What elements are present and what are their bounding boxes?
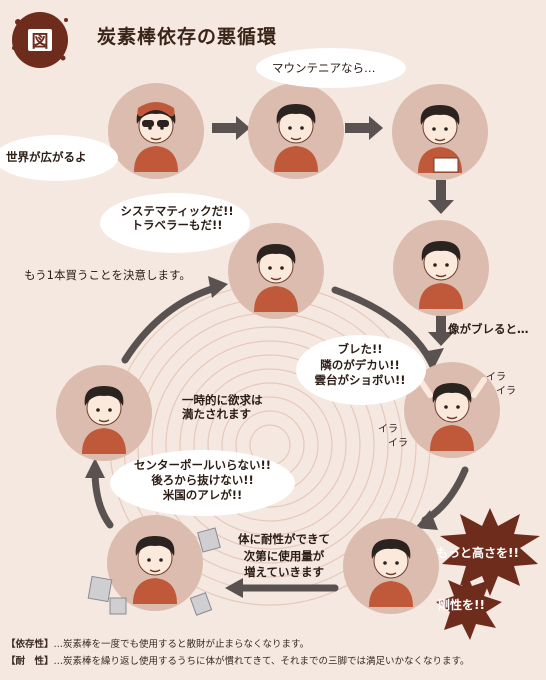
figure-salesman <box>133 102 179 173</box>
cycle-arc-5 <box>121 284 219 364</box>
arrow-down-1 <box>436 180 446 202</box>
caption-ichiji-line2: 満たされます <box>182 407 251 422</box>
caption-kesui: もう1本買うことを決意します。 <box>24 268 191 282</box>
arrow-top-1-head <box>236 116 250 140</box>
speech-center: センターポールいらない!! 後ろから抜けない!! 米国のアレが!! <box>115 458 290 503</box>
cycle-arc-1 <box>331 286 434 364</box>
figure-tolerance <box>132 535 178 605</box>
caption-ira-4: イラ <box>388 438 408 449</box>
figure-thinking <box>273 103 319 173</box>
bag-icon <box>189 592 213 616</box>
title-badge-text: 図 <box>32 32 49 52</box>
title-badge: 図 <box>12 12 68 68</box>
speech-bubble-system <box>100 193 250 253</box>
caption-taini-line3: 増えていきます <box>244 565 324 580</box>
figure-happy <box>418 240 464 310</box>
footnote-dependence: 【依存性】…炭素棒を一度でも使用すると散財が止まらなくなります。 <box>6 637 546 654</box>
footnote-dependence-text: …炭素棒を一度でも使用すると散財が止まらなくなります。 <box>53 639 310 650</box>
arrow-down-2-head <box>428 332 454 346</box>
speech-system: システマティックだ!! トラベラーもだ!! <box>112 204 242 233</box>
footnote-tolerance-text: …炭素棒を繰り返し使用するうちに体が慣れてきて、それまでの三脚では満足いかなくな… <box>53 655 470 667</box>
speech-system-line1: システマティックだ!! <box>120 204 234 218</box>
speech-bubble-sekai <box>0 135 118 181</box>
arrow-down-2 <box>436 312 446 334</box>
arrow-top-2-head <box>369 116 383 140</box>
speech-center-line2: 後ろから抜けない!! <box>151 472 254 487</box>
speech-bure-line2: 隣のがデカい!! <box>320 357 400 372</box>
bag-icon <box>87 575 113 603</box>
figure-decide <box>253 243 299 313</box>
caption-taini-line2: 次第に使用量が <box>243 548 325 563</box>
speech-bubble-mountain <box>256 48 406 88</box>
bag-icon <box>197 527 221 553</box>
speech-center-line1: センターポールいらない!! <box>134 458 271 472</box>
speech-bubble-center <box>110 450 295 516</box>
arrow-top-2 <box>345 123 369 133</box>
speech-bure: ブレた!! 隣のがデカい!! 雲台がショボい!! <box>300 342 420 389</box>
arrow-head-4 <box>85 458 105 478</box>
caption-ira-1: イラ <box>486 372 506 383</box>
arrow-down-1-head <box>428 200 454 214</box>
caption-ira-3: イラ <box>378 424 398 435</box>
caption-taini-line1: 体に耐性ができて <box>238 532 330 546</box>
speech-bubble-bure <box>296 335 426 405</box>
figure-satisfied <box>81 385 127 455</box>
footnotes: 【依存性】…炭素棒を一度でも使用すると散財が止まらなくなります。 【耐 性】…炭… <box>6 637 546 670</box>
caption-ichiji-line1: 一時的に欲求は <box>182 393 263 407</box>
figure-buying <box>417 104 463 174</box>
arrow-head-1 <box>422 348 444 372</box>
arrow-head-5 <box>208 276 228 298</box>
caption-ichiji: 一時的に欲求は 満たされます <box>182 393 263 422</box>
footnote-tolerance: 【耐 性】…炭素棒を繰り返し使用するうちに体が慣れてきて、それまでの三脚では満足… <box>6 654 546 671</box>
caption-zou: 像がブレると… <box>448 322 529 336</box>
arrow-head-3 <box>225 578 243 598</box>
speech-motto: もっと高さを!! <box>436 546 519 560</box>
speech-gousei: 剛性を!! <box>438 598 485 612</box>
burst-gousei-icon <box>436 572 502 640</box>
speech-mountain: マウンテニアなら… <box>272 61 376 75</box>
speech-bure-line3: 雲台がショボい!! <box>314 373 406 388</box>
figure-angry <box>417 377 487 452</box>
arrow-head-2 <box>415 510 438 530</box>
footnote-dependence-key: 【依存性】 <box>6 639 54 650</box>
caption-ira-2: イラ <box>496 386 516 397</box>
bag-icon <box>109 597 127 615</box>
speech-sekai: 世界が広がるよ <box>6 150 87 164</box>
speech-system-line2: トラベラーもだ!! <box>131 218 223 233</box>
arrow-top-1 <box>212 123 236 133</box>
figure-craving <box>368 538 414 608</box>
caption-taini: 体に耐性ができて 次第に使用量が 増えていきます <box>228 531 340 581</box>
burst-motto-icon <box>440 508 540 596</box>
page-title: 炭素棒依存の悪循環 <box>97 26 278 48</box>
speech-center-line3: 米国のアレが!! <box>162 487 243 502</box>
speech-bure-line1: ブレた!! <box>337 342 383 356</box>
footnote-tolerance-key: 【耐 性】 <box>6 655 54 667</box>
